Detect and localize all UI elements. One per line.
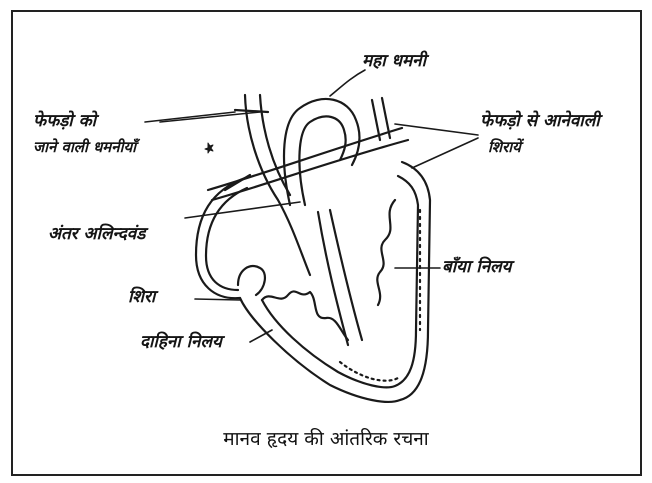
label-vein: शिरा [128,288,155,308]
label-pulmonary-veins-line2: शिरायें [488,139,521,156]
ventricle-outer [240,162,430,402]
label-left-ventricle: बाँया निलय [442,258,512,278]
pulmonary-vein-band-2 [212,140,408,200]
ventricle-inner [262,176,418,387]
septum [318,212,348,345]
leader-pulmonary-arteries-2 [160,112,260,122]
diagram-caption: मानव हृदय की आंतरिक रचना [0,425,652,451]
aorta-arch [284,99,359,205]
label-aorta: महा धमनी [362,52,426,72]
leader-pulmonary-arteries-1 [145,112,235,122]
label-pulmonary-veins-line1: फेफड़ो से आनेवाली [480,112,600,132]
leader-pulmonary-veins-1 [395,124,478,135]
label-pulmonary-arteries-line2: जाने वाली धमनीयाँ [33,139,136,156]
leader-pulmonary-veins-2 [412,138,478,168]
pulmonary-vein-band-1 [208,128,402,190]
leader-vein [195,299,240,300]
chordae-left [377,200,395,305]
leader-aorta [330,70,365,96]
label-interatrial-septum: अंतर अलिन्दवंड [48,225,145,245]
vessel-top-right-1 [372,100,380,140]
label-right-ventricle: दाहिना निलय [140,333,222,353]
star-mark [205,143,213,153]
vein-stub [238,266,265,295]
label-pulmonary-arteries-line1: फेफड़ो को [33,112,96,132]
pulmonary-vein-top [235,110,268,112]
